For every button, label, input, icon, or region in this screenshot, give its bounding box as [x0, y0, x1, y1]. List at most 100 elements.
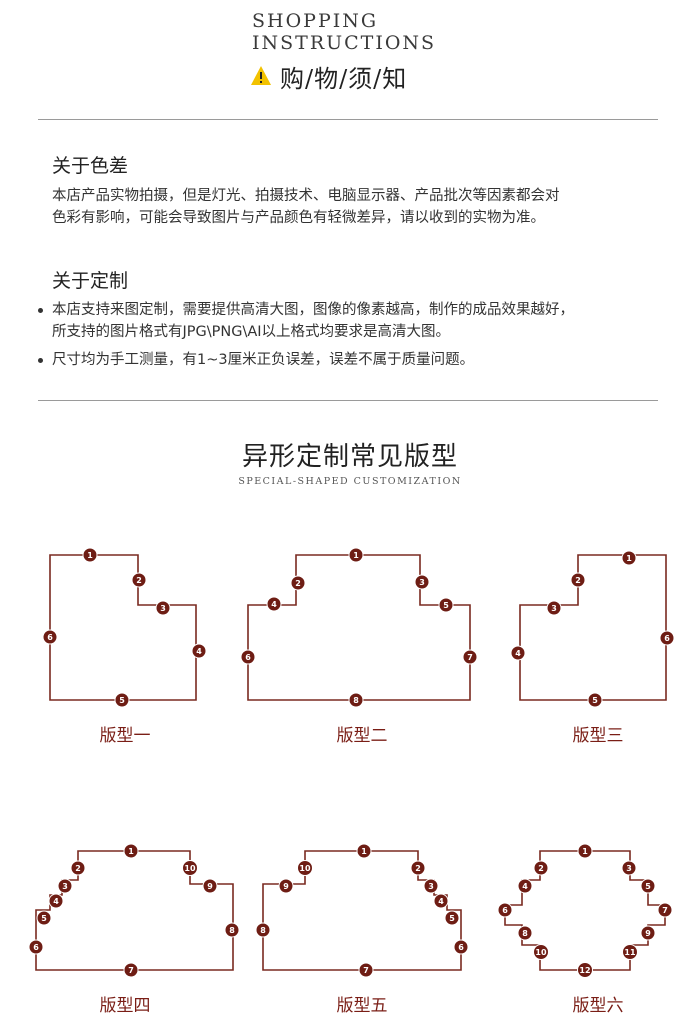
- color-difference-line-2: 色彩有影响，可能会导致图片与产品颜色有轻微差异，请以收到的实物为准。: [52, 210, 545, 226]
- svg-text:4: 4: [53, 897, 59, 906]
- shape-2-outline: [247, 554, 471, 701]
- customization-bullet-1: 本店支持来图定制，需要提供高清大图，图像的像素越高，制作的成品效果越好， 所支持…: [38, 299, 658, 343]
- svg-text:12: 12: [579, 966, 590, 975]
- svg-text:6: 6: [245, 653, 251, 662]
- shape-6-marker-7: 7: [657, 902, 673, 918]
- svg-text:7: 7: [467, 653, 473, 662]
- svg-text:10: 10: [299, 864, 311, 873]
- svg-text:5: 5: [41, 914, 47, 923]
- shape-6-marker-9: 9: [640, 925, 656, 941]
- svg-text:5: 5: [592, 696, 598, 705]
- shapes-title: 异形定制常见版型: [241, 442, 458, 472]
- svg-text:4: 4: [196, 647, 202, 656]
- divider-top: [38, 119, 658, 120]
- svg-text:2: 2: [538, 864, 544, 873]
- svg-text:8: 8: [229, 926, 235, 935]
- shape-1-marker-5: 5: [114, 692, 130, 708]
- shape-6-marker-8: 8: [517, 925, 533, 941]
- shape-4-marker-9: 9: [202, 878, 218, 894]
- shape-4-marker-4: 4: [48, 893, 64, 909]
- shape-2-marker-5: 5: [438, 597, 454, 613]
- shape-3-marker-2: 2: [570, 572, 586, 588]
- svg-text:8: 8: [522, 929, 528, 938]
- svg-text:10: 10: [535, 948, 547, 957]
- svg-text:1: 1: [353, 551, 359, 560]
- svg-text:5: 5: [645, 882, 651, 891]
- shape-6-marker-11: 11: [622, 944, 638, 960]
- color-difference-line-1: 本店产品实物拍摄，但是灯光、拍摄技术、电脑显示器、产品批次等因素都会对: [52, 188, 560, 204]
- shape-1-marker-3: 3: [155, 600, 171, 616]
- svg-text:9: 9: [207, 882, 213, 891]
- color-difference-heading: 关于色差: [52, 155, 129, 177]
- svg-text:4: 4: [522, 882, 528, 891]
- svg-text:6: 6: [47, 633, 53, 642]
- shape-3-marker-5: 5: [587, 692, 603, 708]
- shape-4-marker-2: 2: [70, 860, 86, 876]
- shape-5-marker-5: 5: [444, 910, 460, 926]
- svg-text:2: 2: [295, 579, 301, 588]
- svg-text:4: 4: [438, 897, 444, 906]
- svg-text:8: 8: [260, 926, 266, 935]
- shape-5-marker-8: 8: [255, 922, 271, 938]
- svg-text:7: 7: [128, 966, 134, 975]
- shape-4-marker-1: 1: [123, 843, 139, 859]
- shape-6-outline: [504, 850, 666, 971]
- shape-5-outline: [262, 850, 462, 971]
- shape-2-marker-1: 1: [348, 547, 364, 563]
- shape-1-marker-6: 6: [42, 629, 58, 645]
- svg-text:3: 3: [62, 882, 68, 891]
- shape-4-marker-7: 7: [123, 962, 139, 978]
- svg-text:5: 5: [443, 601, 449, 610]
- chinese-title: 购/物/须/知: [280, 64, 408, 93]
- shape-5-marker-9: 9: [278, 878, 294, 894]
- svg-text:1: 1: [626, 554, 632, 563]
- svg-text:8: 8: [353, 696, 359, 705]
- svg-text:1: 1: [87, 551, 93, 560]
- customization-bullet-2: 尺寸均为手工测量，有1~3厘米正负误差，误差不属于质量问题。: [38, 349, 658, 371]
- svg-text:3: 3: [626, 864, 632, 873]
- title-line-shopping: SHOPPING: [252, 10, 379, 32]
- svg-text:2: 2: [575, 576, 581, 585]
- svg-text:6: 6: [502, 906, 508, 915]
- svg-text:1: 1: [128, 847, 134, 856]
- svg-text:7: 7: [363, 966, 369, 975]
- shape-6-marker-3: 3: [621, 860, 637, 876]
- shape-1-caption: 版型一: [100, 726, 151, 746]
- svg-text:3: 3: [160, 604, 166, 613]
- customization-bullet-2-text: 尺寸均为手工测量，有1~3厘米正负误差，误差不属于质量问题。: [52, 352, 475, 368]
- svg-text:1: 1: [361, 847, 367, 856]
- shape-2-marker-2: 2: [290, 575, 306, 591]
- shape-2-marker-4: 4: [266, 596, 282, 612]
- shape-5-marker-2: 2: [410, 860, 426, 876]
- shape-3-marker-1: 1: [621, 550, 637, 566]
- svg-text:4: 4: [515, 649, 521, 658]
- shape-1-outline: [49, 554, 197, 701]
- svg-text:5: 5: [449, 914, 455, 923]
- shape-3-caption: 版型三: [573, 726, 624, 746]
- shape-6-marker-6: 6: [497, 902, 513, 918]
- shape-2-marker-6: 6: [240, 649, 256, 665]
- shapes-subtitle: SPECIAL-SHAPED CUSTOMIZATION: [238, 476, 462, 487]
- color-difference-text: 本店产品实物拍摄，但是灯光、拍摄技术、电脑显示器、产品批次等因素都会对 色彩有影…: [52, 185, 652, 229]
- shape-6-marker-10: 10: [533, 944, 549, 960]
- shape-6-caption: 版型六: [573, 996, 624, 1016]
- warning-triangle-icon: [251, 66, 271, 85]
- svg-text:4: 4: [271, 600, 277, 609]
- shape-5-marker-4: 4: [433, 893, 449, 909]
- svg-text:3: 3: [419, 578, 425, 587]
- shape-4-marker-8: 8: [224, 922, 240, 938]
- svg-text:2: 2: [415, 864, 421, 873]
- shape-5-marker-3: 3: [423, 878, 439, 894]
- shape-5-marker-1: 1: [356, 843, 372, 859]
- svg-text:6: 6: [664, 634, 670, 643]
- shape-4-marker-6: 6: [28, 939, 44, 955]
- shape-3-marker-4: 4: [510, 645, 526, 661]
- shape-4-caption: 版型四: [100, 996, 151, 1016]
- svg-text:7: 7: [662, 906, 668, 915]
- shape-4-marker-3: 3: [57, 878, 73, 894]
- shape-5-marker-6: 6: [453, 939, 469, 955]
- shape-1-marker-4: 4: [191, 643, 207, 659]
- english-title: SHOPPING INSTRUCTIONS: [252, 10, 436, 54]
- shape-2-caption: 版型二: [337, 726, 388, 746]
